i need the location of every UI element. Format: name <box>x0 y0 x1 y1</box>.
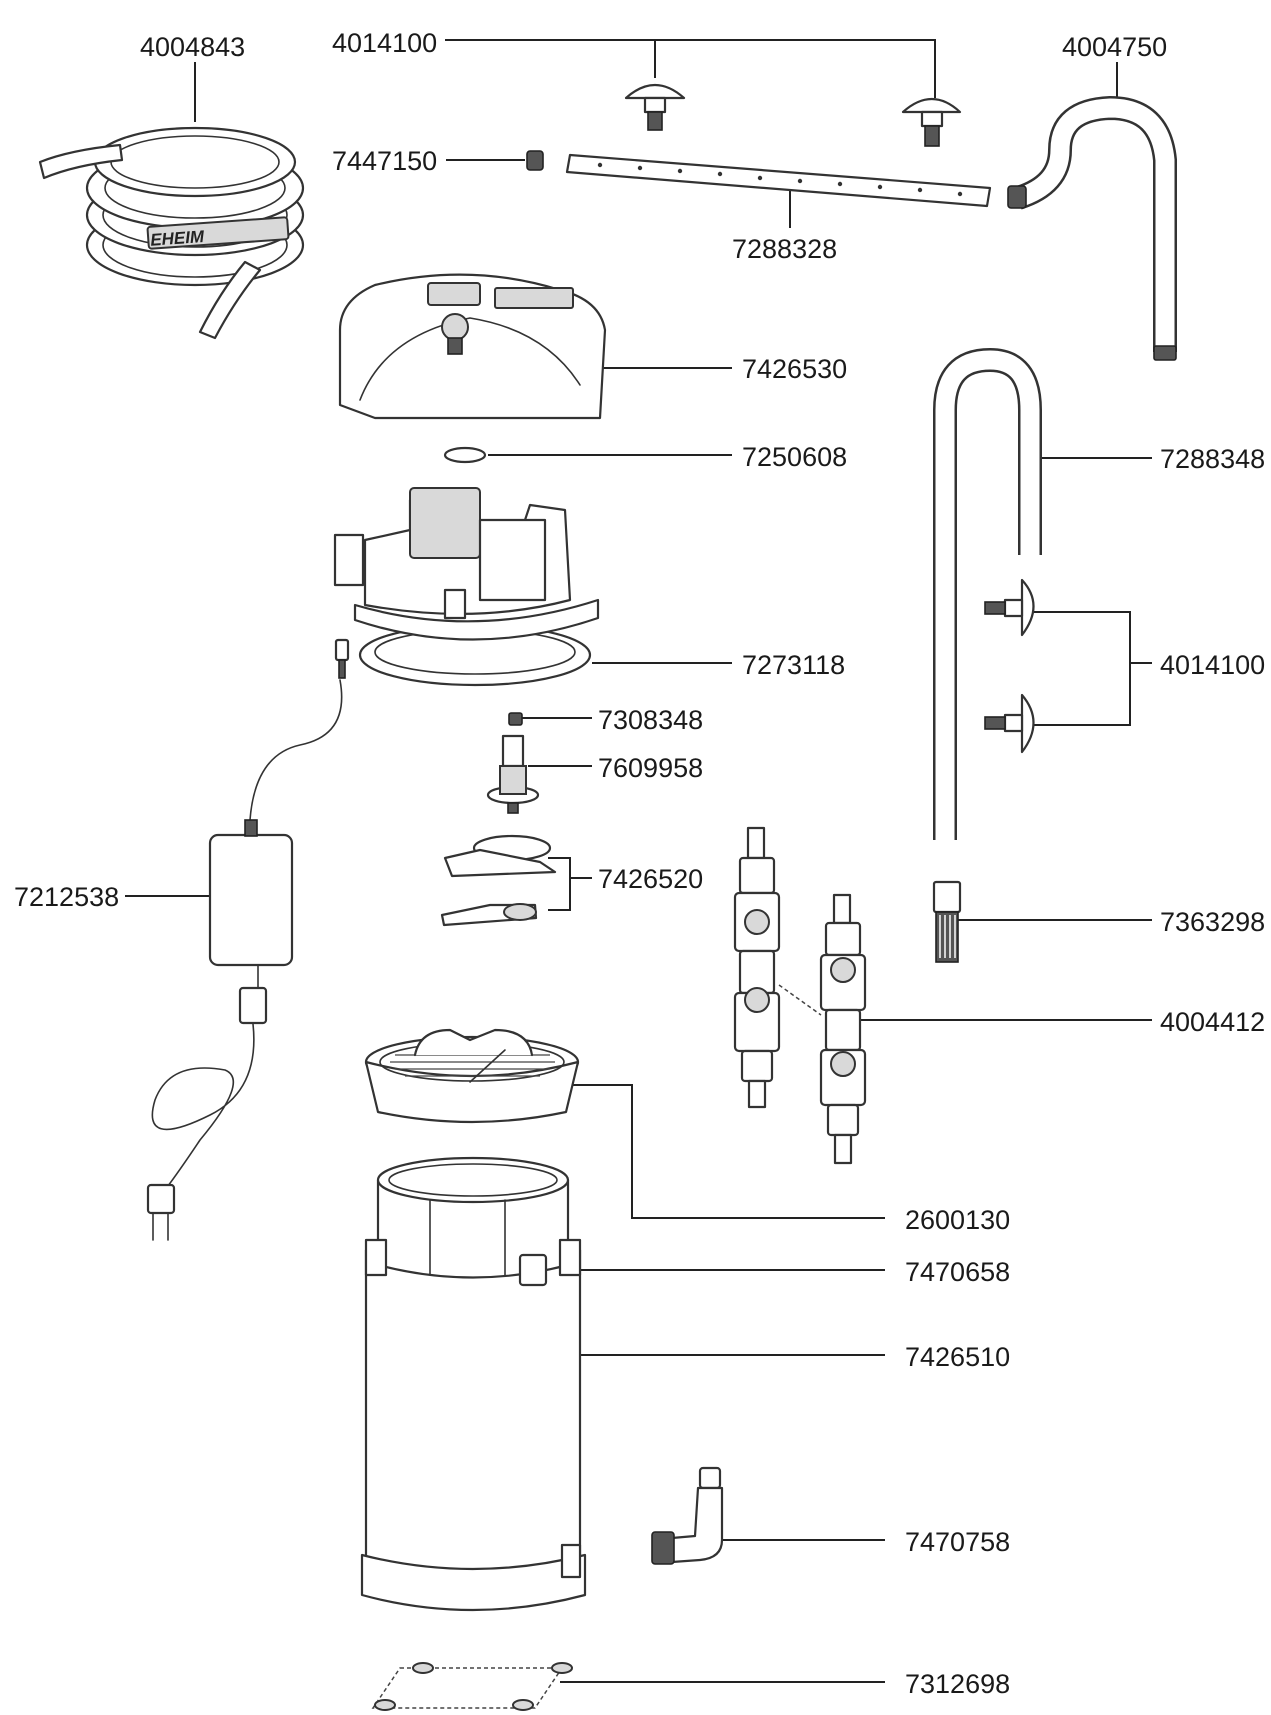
part-label-7426530: 7426530 <box>742 354 847 384</box>
outlet-pipe-drawing <box>1007 95 1177 361</box>
impeller-cover-drawing <box>440 834 557 927</box>
part-label-7426510: 7426510 <box>905 1342 1010 1372</box>
brand-logo: EHEIM <box>150 227 206 250</box>
part-label-2600130: 2600130 <box>905 1205 1010 1235</box>
spray-bar-drawing <box>565 153 992 208</box>
part-label-7426520: 7426520 <box>598 864 703 894</box>
end-cap-drawing <box>526 150 544 171</box>
pump-head-drawing <box>333 487 600 687</box>
part-label-7470758: 7470758 <box>905 1527 1010 1557</box>
filter-basket-drawing <box>364 1028 580 1124</box>
part-label-7250608: 7250608 <box>742 442 847 472</box>
suction-cup-side-upper <box>984 578 1035 637</box>
elbow-connector-drawing <box>651 1466 724 1565</box>
part-label-4004412: 4004412 <box>1160 1007 1265 1037</box>
o-ring-small-drawing <box>443 446 487 464</box>
intake-pipe-drawing <box>933 347 1042 840</box>
pump-cover-drawing <box>338 273 607 420</box>
power-supply-drawing <box>146 638 350 1241</box>
hose-coil-drawing: EHEIM <box>38 126 305 340</box>
bearing-drawing <box>508 712 523 726</box>
part-label-7288328: 7288328 <box>732 234 837 264</box>
part-label-7273118: 7273118 <box>742 650 845 680</box>
filter-feet-drawing <box>371 1662 573 1711</box>
part-label-4014100-top: 4014100 <box>332 28 437 58</box>
suction-cup-top-left <box>624 84 686 131</box>
part-label-7308348: 7308348 <box>598 705 703 735</box>
part-label-7470658: 7470658 <box>905 1257 1010 1287</box>
part-label-7609958: 7609958 <box>598 753 703 783</box>
part-label-4014100-side: 4014100 <box>1160 650 1265 680</box>
part-label-7447150: 7447150 <box>332 146 437 176</box>
part-label-7312698: 7312698 <box>905 1669 1010 1699</box>
impeller-drawing <box>486 734 540 814</box>
part-label-4004750: 4004750 <box>1062 32 1167 62</box>
part-label-4004843: 4004843 <box>140 32 245 62</box>
canister-drawing <box>360 1156 587 1612</box>
suction-cup-top-right <box>901 98 962 147</box>
part-label-7363298: 7363298 <box>1160 907 1265 937</box>
part-label-7212538: 7212538 <box>14 882 119 912</box>
intake-strainer-drawing <box>932 880 962 963</box>
double-tap-valves-drawing <box>733 826 867 1165</box>
suction-cup-side-lower <box>984 693 1035 754</box>
part-label-7288348: 7288348 <box>1160 444 1265 474</box>
part-number-labels: 4004843 4014100 4004750 7447150 7288328 … <box>14 28 1265 1699</box>
